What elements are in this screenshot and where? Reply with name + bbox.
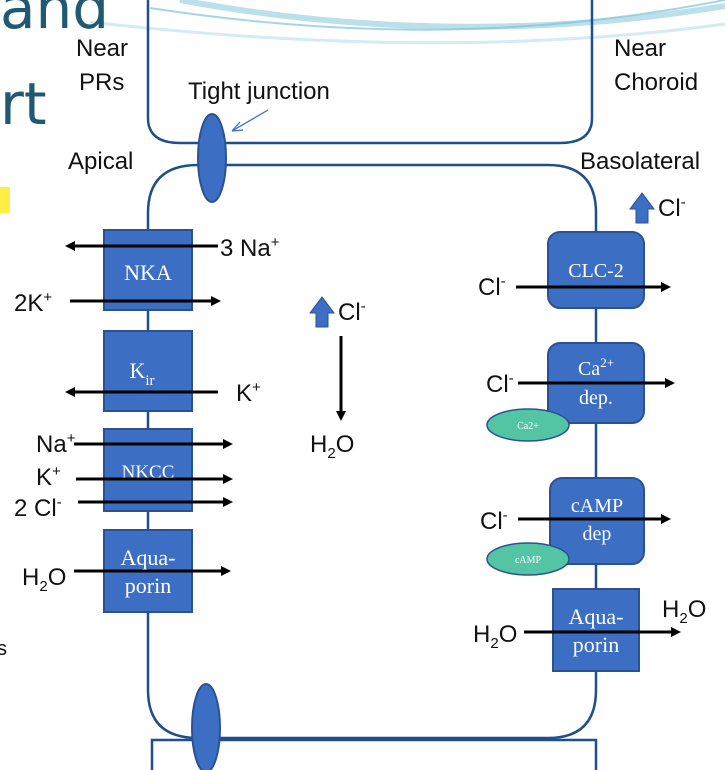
nka-transporter	[103, 229, 193, 311]
apical-water-label: H2O	[22, 564, 66, 595]
near-prs-label-line1: Near	[76, 35, 128, 62]
near-choroid-label-line1: Near	[614, 35, 666, 62]
tight-junction-pointer-head	[231, 121, 244, 132]
ca-dependent-label-line2: dep.	[579, 387, 613, 409]
clc2-cl-label: Cl-	[478, 273, 506, 301]
nka-label: NKA	[124, 260, 172, 285]
rpe-cell-membrane	[146, 163, 598, 740]
camp-dependent-channel	[549, 477, 645, 565]
nkcc-k-label: K+	[36, 463, 61, 491]
lower-compartment-membrane	[150, 738, 598, 770]
apical-aquaporin-label-line1: Aqua-	[121, 545, 176, 570]
camp-dependent-label-line2: dep	[583, 523, 612, 545]
apical-label: Apical	[68, 148, 133, 175]
basolateral-water-out-label: H2O	[662, 596, 706, 627]
tight-junction-pointer	[231, 109, 269, 132]
basolateral-aquaporin	[552, 588, 640, 672]
camp-dep-cl-label: Cl-	[480, 507, 508, 535]
ca-dep-cl-label: Cl-	[486, 370, 514, 398]
ca-ion-oval	[486, 408, 570, 442]
apical-aquaporin-label-line2: porin	[125, 573, 171, 598]
stray-text: s	[0, 638, 7, 660]
basolateral-aquaporin-label-line1: Aqua-	[569, 604, 624, 629]
tight-junction-label: Tight junction	[188, 78, 330, 105]
tight-junction-bottom	[191, 683, 221, 770]
clc2-label: CLC-2	[568, 260, 624, 282]
camp-oval	[486, 542, 570, 576]
kir-label: Kir	[129, 358, 154, 389]
center-cl-label: Cl-	[338, 298, 366, 326]
k-efflux-label: K+	[236, 379, 261, 407]
near-choroid-label-line2: Choroid	[614, 69, 698, 96]
nkcc-cl-label: 2 Cl-	[14, 494, 62, 522]
ca-dependent-label-line1: Ca2+	[578, 355, 614, 380]
slide-title-fragment-top: and	[0, 0, 109, 42]
clc2-channel	[547, 231, 645, 309]
kir-channel	[103, 330, 193, 412]
basolateral-water-in-label: H2O	[473, 621, 517, 652]
k-influx-label: 2K+	[14, 289, 52, 317]
upper-compartment-membrane	[146, 0, 594, 145]
center-water-label: H2O	[310, 431, 354, 462]
slide-title-fragment-middle: rt	[0, 70, 47, 138]
slide-decoration	[89, 0, 725, 45]
camp-oval-label: cAMP	[515, 555, 542, 566]
center-cl-up-arrow	[309, 296, 335, 328]
basolateral-cl-label: Cl-	[658, 194, 686, 222]
na-efflux-label: 3 Na+	[220, 234, 280, 262]
basolateral-label: Basolateral	[580, 148, 700, 175]
basolateral-aquaporin-label-line2: porin	[573, 632, 619, 657]
tight-junction-top	[197, 113, 227, 203]
ca-ion-oval-label: Ca2+	[517, 421, 539, 432]
nkcc-na-label: Na+	[36, 430, 76, 458]
basolateral-cl-up-arrow	[629, 192, 655, 224]
camp-dependent-label-line1: cAMP	[571, 495, 623, 517]
near-prs-label-line2: PRs	[79, 69, 124, 96]
highlight-marker	[0, 187, 10, 213]
